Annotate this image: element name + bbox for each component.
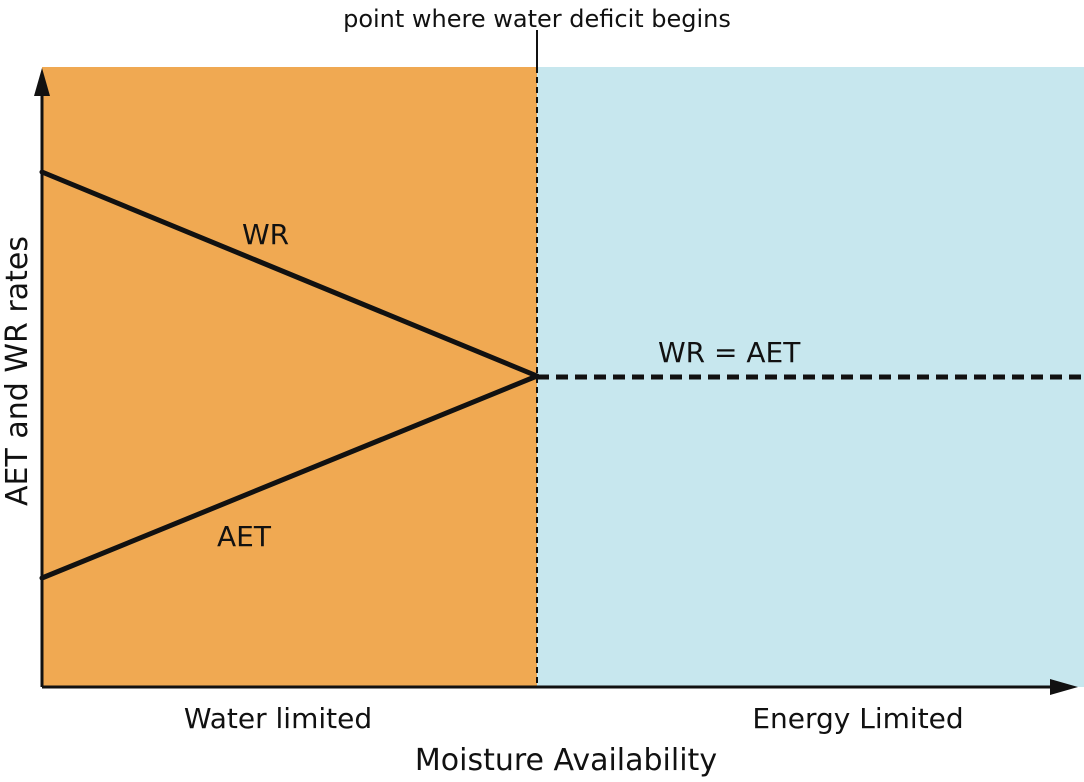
- energy-limited-label: Energy Limited: [752, 702, 963, 735]
- wr-line-label: WR: [242, 218, 289, 251]
- wr-line: [39, 169, 540, 379]
- y-axis-arrow: [34, 68, 50, 96]
- water-limited-label: Water limited: [184, 702, 372, 735]
- y-axis-label: AET and WR rates: [0, 236, 35, 506]
- x-axis-arrow: [1050, 679, 1078, 695]
- wr-equals-aet-label: WR = AET: [658, 336, 801, 369]
- aet-line-label: AET: [217, 520, 272, 553]
- water-limited-region: [42, 67, 537, 687]
- water-deficit-annotation: point where water deficit begins: [343, 5, 731, 33]
- x-axis-label: Moisture Availability: [415, 743, 717, 778]
- aet-line: [39, 373, 540, 581]
